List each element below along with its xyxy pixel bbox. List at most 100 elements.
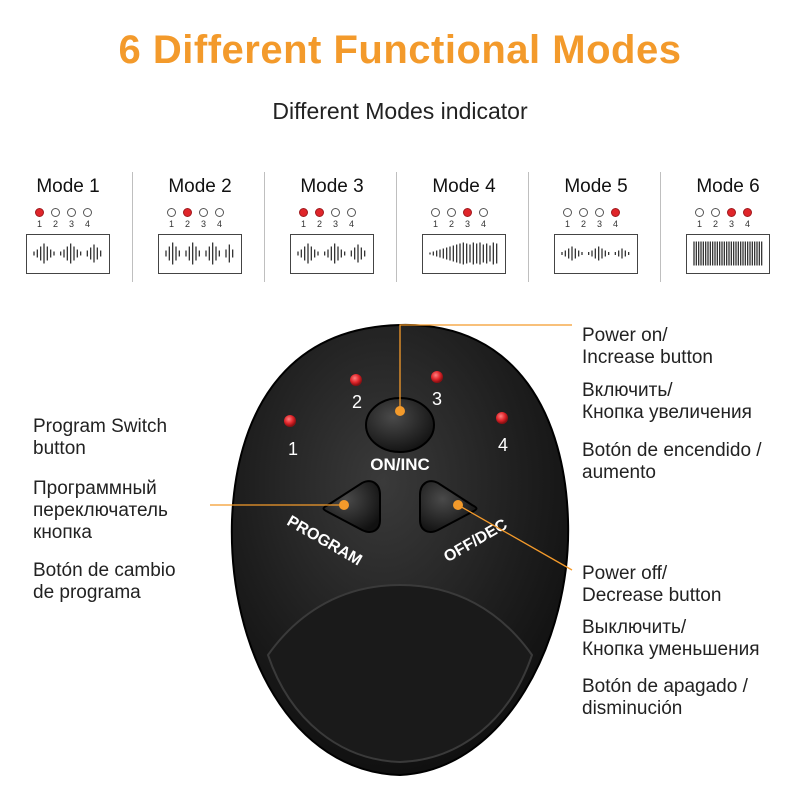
led-number: 1 [300, 219, 306, 229]
led-number: 3 [596, 219, 602, 229]
led-number: 3 [332, 219, 338, 229]
mode-name: Mode 4 [432, 176, 496, 197]
waveform-box [290, 234, 374, 274]
led-number: 1 [696, 219, 702, 229]
led-off-indicator [51, 208, 60, 217]
led-on-indicator [35, 208, 44, 217]
led-number: 2 [712, 219, 718, 229]
led-off-indicator [199, 208, 208, 217]
led-off-indicator [711, 208, 720, 217]
led-number: 4 [480, 219, 486, 229]
led-off-indicator [479, 208, 488, 217]
led-number: 1 [564, 219, 570, 229]
mode-name: Mode 2 [168, 176, 232, 197]
led-number: 1 [168, 219, 174, 229]
led-number: 2 [52, 219, 58, 229]
power-off-label: Power off/Decrease button [582, 563, 722, 606]
led-on-indicator [743, 208, 752, 217]
device-led-number: 3 [432, 389, 442, 409]
mode-separator [132, 172, 133, 282]
led-number: 2 [580, 219, 586, 229]
led-on-indicator [463, 208, 472, 217]
led-off-indicator [695, 208, 704, 217]
waveform-box [686, 234, 770, 274]
waveform-box [158, 234, 242, 274]
led-number: 4 [348, 219, 354, 229]
waveform-box [422, 234, 506, 274]
led-off-indicator [167, 208, 176, 217]
mode-leds [554, 208, 638, 218]
led-on-indicator [611, 208, 620, 217]
led-off-indicator [579, 208, 588, 217]
waveform-box [554, 234, 638, 274]
mode-leds [26, 208, 110, 218]
mode-name: Mode 5 [564, 176, 628, 197]
led-off-indicator [347, 208, 356, 217]
device-led-1 [284, 415, 296, 427]
led-on-indicator [183, 208, 192, 217]
device-led-4 [496, 412, 508, 424]
mode-separator [660, 172, 661, 282]
led-off-indicator [67, 208, 76, 217]
led-number: 2 [184, 219, 190, 229]
led-number: 4 [216, 219, 222, 229]
device-led-number: 2 [352, 392, 362, 412]
led-off-indicator [595, 208, 604, 217]
page-subtitle: Different Modes indicator [272, 98, 528, 124]
led-off-indicator [447, 208, 456, 217]
led-on-indicator [727, 208, 736, 217]
program-button[interactable] [322, 480, 381, 533]
led-number: 3 [728, 219, 734, 229]
device-led-3 [431, 371, 443, 383]
waveform-box [26, 234, 110, 274]
led-number: 4 [744, 219, 750, 229]
power-on-label: Power on/Increase button [582, 325, 713, 368]
mode-separator [264, 172, 265, 282]
waveform-graphic [296, 243, 365, 264]
mode-name: Mode 3 [300, 176, 364, 197]
pointer-power-on [399, 324, 572, 411]
pointer-lines [210, 324, 573, 571]
led-number: 4 [612, 219, 618, 229]
led-off-indicator [563, 208, 572, 217]
waveform-graphic [164, 242, 233, 265]
led-number: 1 [432, 219, 438, 229]
waveform-graphic [32, 243, 101, 264]
led-number: 2 [316, 219, 322, 229]
led-number: 2 [448, 219, 454, 229]
waveform-graphic [692, 241, 762, 266]
power-off-label-ru: Выключить/Кнопка уменьшения [582, 617, 760, 660]
device-led-number: 4 [498, 435, 508, 455]
mode-separator [396, 172, 397, 282]
led-number: 1 [36, 219, 42, 229]
led-off-indicator [331, 208, 340, 217]
mode-leds [290, 208, 374, 218]
led-off-indicator [215, 208, 224, 217]
pointer-power-off [457, 504, 573, 571]
power-off-label-es: Botón de apagado /disminución [582, 676, 748, 719]
led-on-indicator [315, 208, 324, 217]
led-number: 3 [68, 219, 74, 229]
on-inc-label: ON/INC [370, 455, 430, 474]
device-led-number: 1 [288, 439, 298, 459]
power-on-label-ru: Включить/Кнопка увеличения [582, 380, 752, 423]
mode-leds [422, 208, 506, 218]
led-number: 3 [200, 219, 206, 229]
device-led-2 [350, 374, 362, 386]
led-number: 3 [464, 219, 470, 229]
